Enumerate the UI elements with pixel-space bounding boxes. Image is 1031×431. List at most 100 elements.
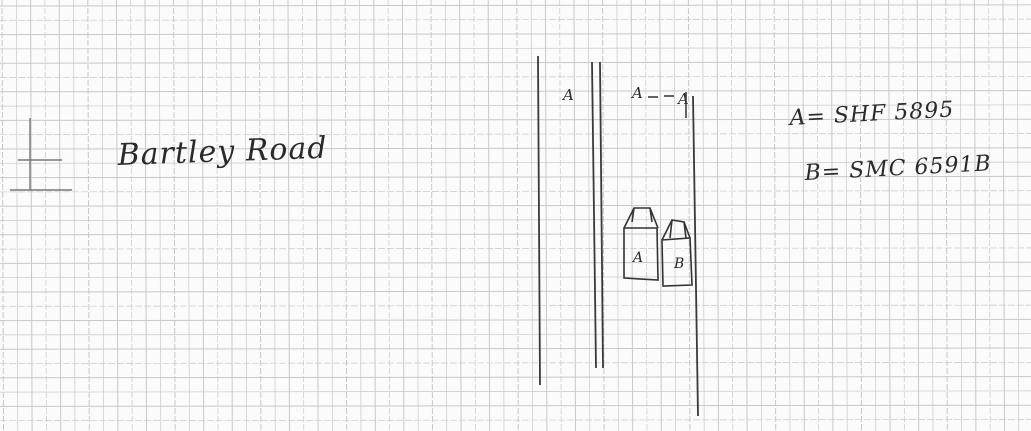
road-label: Bartley Road: [116, 131, 328, 173]
grid-line-vertical: [860, 0, 862, 431]
grid-line-horizontal: [0, 262, 1031, 263]
vehicle-b-roof: [662, 220, 690, 240]
grid-line-vertical: [202, 0, 204, 431]
grid-line-vertical: [803, 0, 805, 431]
grid-line-vertical: [974, 0, 976, 431]
grid-line-vertical: [431, 0, 433, 431]
grid-line-vertical: [231, 0, 233, 431]
grid-line-vertical: [116, 0, 118, 431]
grid-line-vertical: [946, 0, 948, 431]
grid-line-horizontal: [0, 291, 1031, 292]
grid-line-vertical: [331, 0, 333, 431]
grid-line-horizontal: [0, 48, 1031, 49]
grid-line-vertical: [88, 0, 90, 431]
legend-entry-b: B= SMC 6591B: [803, 151, 992, 186]
grid-line-horizontal: [0, 348, 1031, 349]
grid-line-vertical: [760, 0, 762, 431]
grid-line-horizontal: [0, 62, 1031, 63]
grid-line-vertical: [889, 0, 891, 431]
grid-line-vertical: [217, 0, 219, 431]
lane-arrow-dashes: [648, 96, 674, 97]
grid-line-vertical: [517, 0, 519, 431]
grid-line-horizontal: [0, 391, 1031, 392]
grid-line-vertical: [488, 0, 490, 431]
grid-line-vertical: [317, 0, 319, 431]
grid-line-horizontal: [0, 234, 1031, 235]
grid-line-vertical: [917, 0, 919, 431]
grid-line-horizontal: [0, 134, 1031, 135]
grid-line-vertical: [131, 0, 133, 431]
grid-line-vertical: [145, 0, 147, 431]
grid-line-horizontal: [0, 91, 1031, 92]
vehicle-b-label: B: [673, 256, 684, 272]
grid-line-vertical: [374, 0, 376, 431]
lane-label-right: A: [676, 90, 689, 108]
grid-line-vertical: [503, 0, 505, 431]
grid-line-vertical: [1017, 0, 1019, 431]
road-edge-right: [693, 96, 698, 416]
grid-line-vertical: [545, 0, 547, 431]
grid-line-vertical: [1003, 0, 1005, 431]
lane-label-left: A: [561, 86, 574, 104]
grid-line-vertical: [774, 0, 776, 431]
grid-line-vertical: [717, 0, 719, 431]
grid-line-vertical: [360, 0, 362, 431]
grid-line-horizontal: [0, 76, 1031, 77]
grid-line-vertical: [588, 0, 590, 431]
grid-line-vertical: [31, 0, 32, 431]
vehicle-a-roof: [624, 208, 658, 228]
grid-line-horizontal: [0, 305, 1031, 306]
grid-line-vertical: [474, 0, 476, 431]
grid-line-horizontal: [0, 5, 1031, 6]
grid-line-vertical: [789, 0, 791, 431]
grid-line-horizontal: [0, 334, 1031, 335]
grid-line-vertical: [417, 0, 419, 431]
grid-line-vertical: [302, 0, 304, 431]
grid-line-vertical: [960, 0, 962, 431]
grid-line-vertical: [674, 0, 676, 431]
grid-line-vertical: [831, 0, 833, 431]
grid-line-vertical: [817, 0, 819, 431]
grid-line-vertical: [402, 0, 404, 431]
grid-line-vertical: [445, 0, 447, 431]
grid-line-vertical: [45, 0, 47, 431]
grid-line-vertical: [74, 0, 76, 431]
grid-line-vertical: [874, 0, 876, 431]
grid-line-vertical: [174, 0, 176, 431]
grid-line-vertical: [16, 0, 18, 431]
grid-line-vertical: [660, 0, 662, 431]
grid-line-vertical: [688, 0, 690, 431]
grid-line-vertical: [159, 0, 161, 431]
grid-line-vertical: [460, 0, 462, 431]
grid-line-horizontal: [0, 420, 1031, 421]
grid-line-horizontal: [0, 205, 1031, 206]
vehicle-a: [624, 208, 658, 280]
grid-line-vertical: [531, 0, 533, 431]
grid-line-horizontal: [0, 405, 1031, 406]
grid-line-vertical: [388, 0, 390, 431]
grid-line-vertical: [903, 0, 905, 431]
grid-line-vertical: [245, 0, 247, 431]
grid-line-vertical: [932, 0, 934, 431]
grid-line-vertical: [846, 0, 848, 431]
grid-line-horizontal: [0, 362, 1031, 363]
grid-line-vertical: [188, 0, 190, 431]
grid-line-vertical: [59, 0, 61, 431]
vehicle-b: [662, 220, 692, 286]
grid-line-horizontal: [0, 319, 1031, 320]
grid-line-vertical: [102, 0, 104, 431]
grid-line-vertical: [2, 0, 4, 431]
grid-line-vertical: [703, 0, 705, 431]
grid-line-vertical: [274, 0, 276, 431]
grid-line-horizontal: [0, 277, 1031, 278]
grid-line-vertical: [288, 0, 290, 431]
lane-label-mid: A: [630, 84, 643, 102]
grid-line-vertical: [345, 0, 347, 431]
grid-line-horizontal: [0, 19, 1031, 20]
grid-line-horizontal: [0, 248, 1031, 249]
grid-line-vertical: [259, 0, 261, 431]
legend-entry-a: A= SHF 5895: [787, 97, 955, 131]
vehicle-a-label: A: [631, 250, 643, 266]
